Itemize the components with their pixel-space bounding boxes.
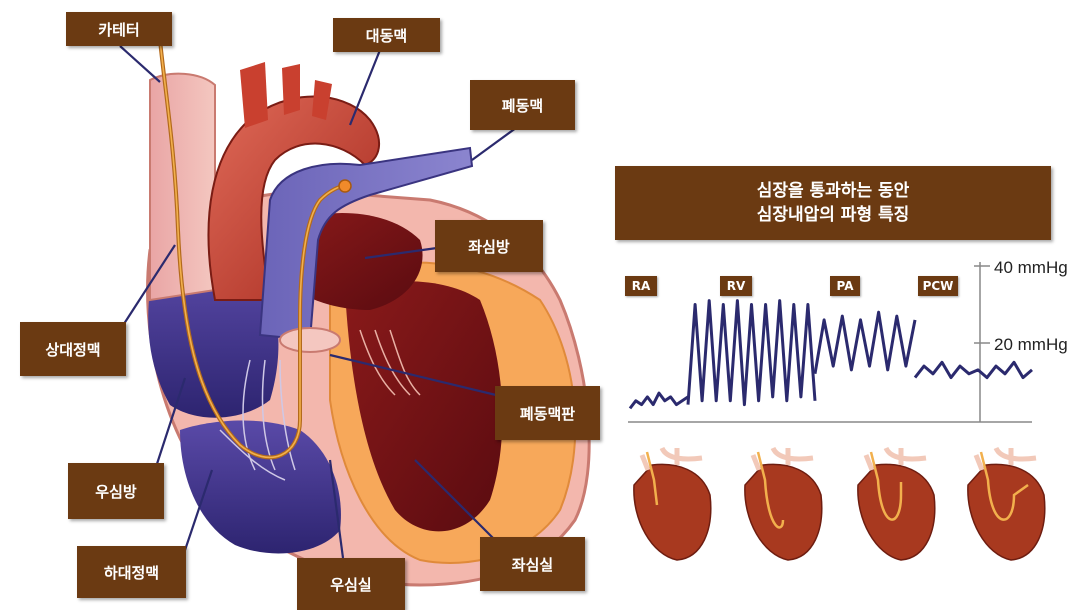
waveform-title-line2: 심장내압의 파형 특징 [615,203,1051,227]
pulmonary-valve-ring [280,328,340,352]
label-left-ventricle: 좌심실 [480,537,585,591]
waveform-series-pa [815,312,915,374]
stage-label-pa: PA [830,276,860,296]
mini-heart-rv [745,448,822,560]
label-pulmonary-valve: 폐동맥판 [495,386,600,440]
axis-label-20: 20 mmHg [994,335,1068,355]
mini-heart-pcw [968,448,1045,560]
label-pulmonary-artery: 폐동맥 [470,80,575,130]
superior-vena-cava-shape [150,74,215,300]
leader-pulmonary-artery [472,125,520,160]
label-right-ventricle: 우심실 [297,558,405,610]
stage-label-rv: RV [720,276,752,296]
stage-label-pcw: PCW [918,276,958,296]
label-right-atrium: 우심방 [68,463,164,519]
mini-heart-ra [634,448,711,560]
aorta-branch-1 [240,62,268,128]
mini-hearts-row [634,448,1045,560]
label-aorta: 대동맥 [333,18,440,52]
mini-heart-pa [858,448,935,560]
stage-label-ra: RA [625,276,657,296]
waveform-title-line1: 심장을 통과하는 동안 [615,179,1051,203]
label-superior-vena-cava: 상대정맥 [20,322,126,376]
axis-label-40: 40 mmHg [994,258,1068,278]
label-left-atrium: 좌심방 [435,220,543,272]
waveform-series-ra [630,393,688,408]
label-catheter: 카테터 [66,12,172,46]
waveform-title-box: 심장을 통과하는 동안 심장내압의 파형 특징 [615,166,1051,240]
catheter-tip [339,180,351,192]
waveform-series-pcw [915,362,1032,377]
waveform-series-rv [688,301,815,405]
aorta-branch-2 [282,64,300,115]
label-inferior-vena-cava: 하대정맥 [77,546,186,598]
leader-catheter [120,46,160,82]
